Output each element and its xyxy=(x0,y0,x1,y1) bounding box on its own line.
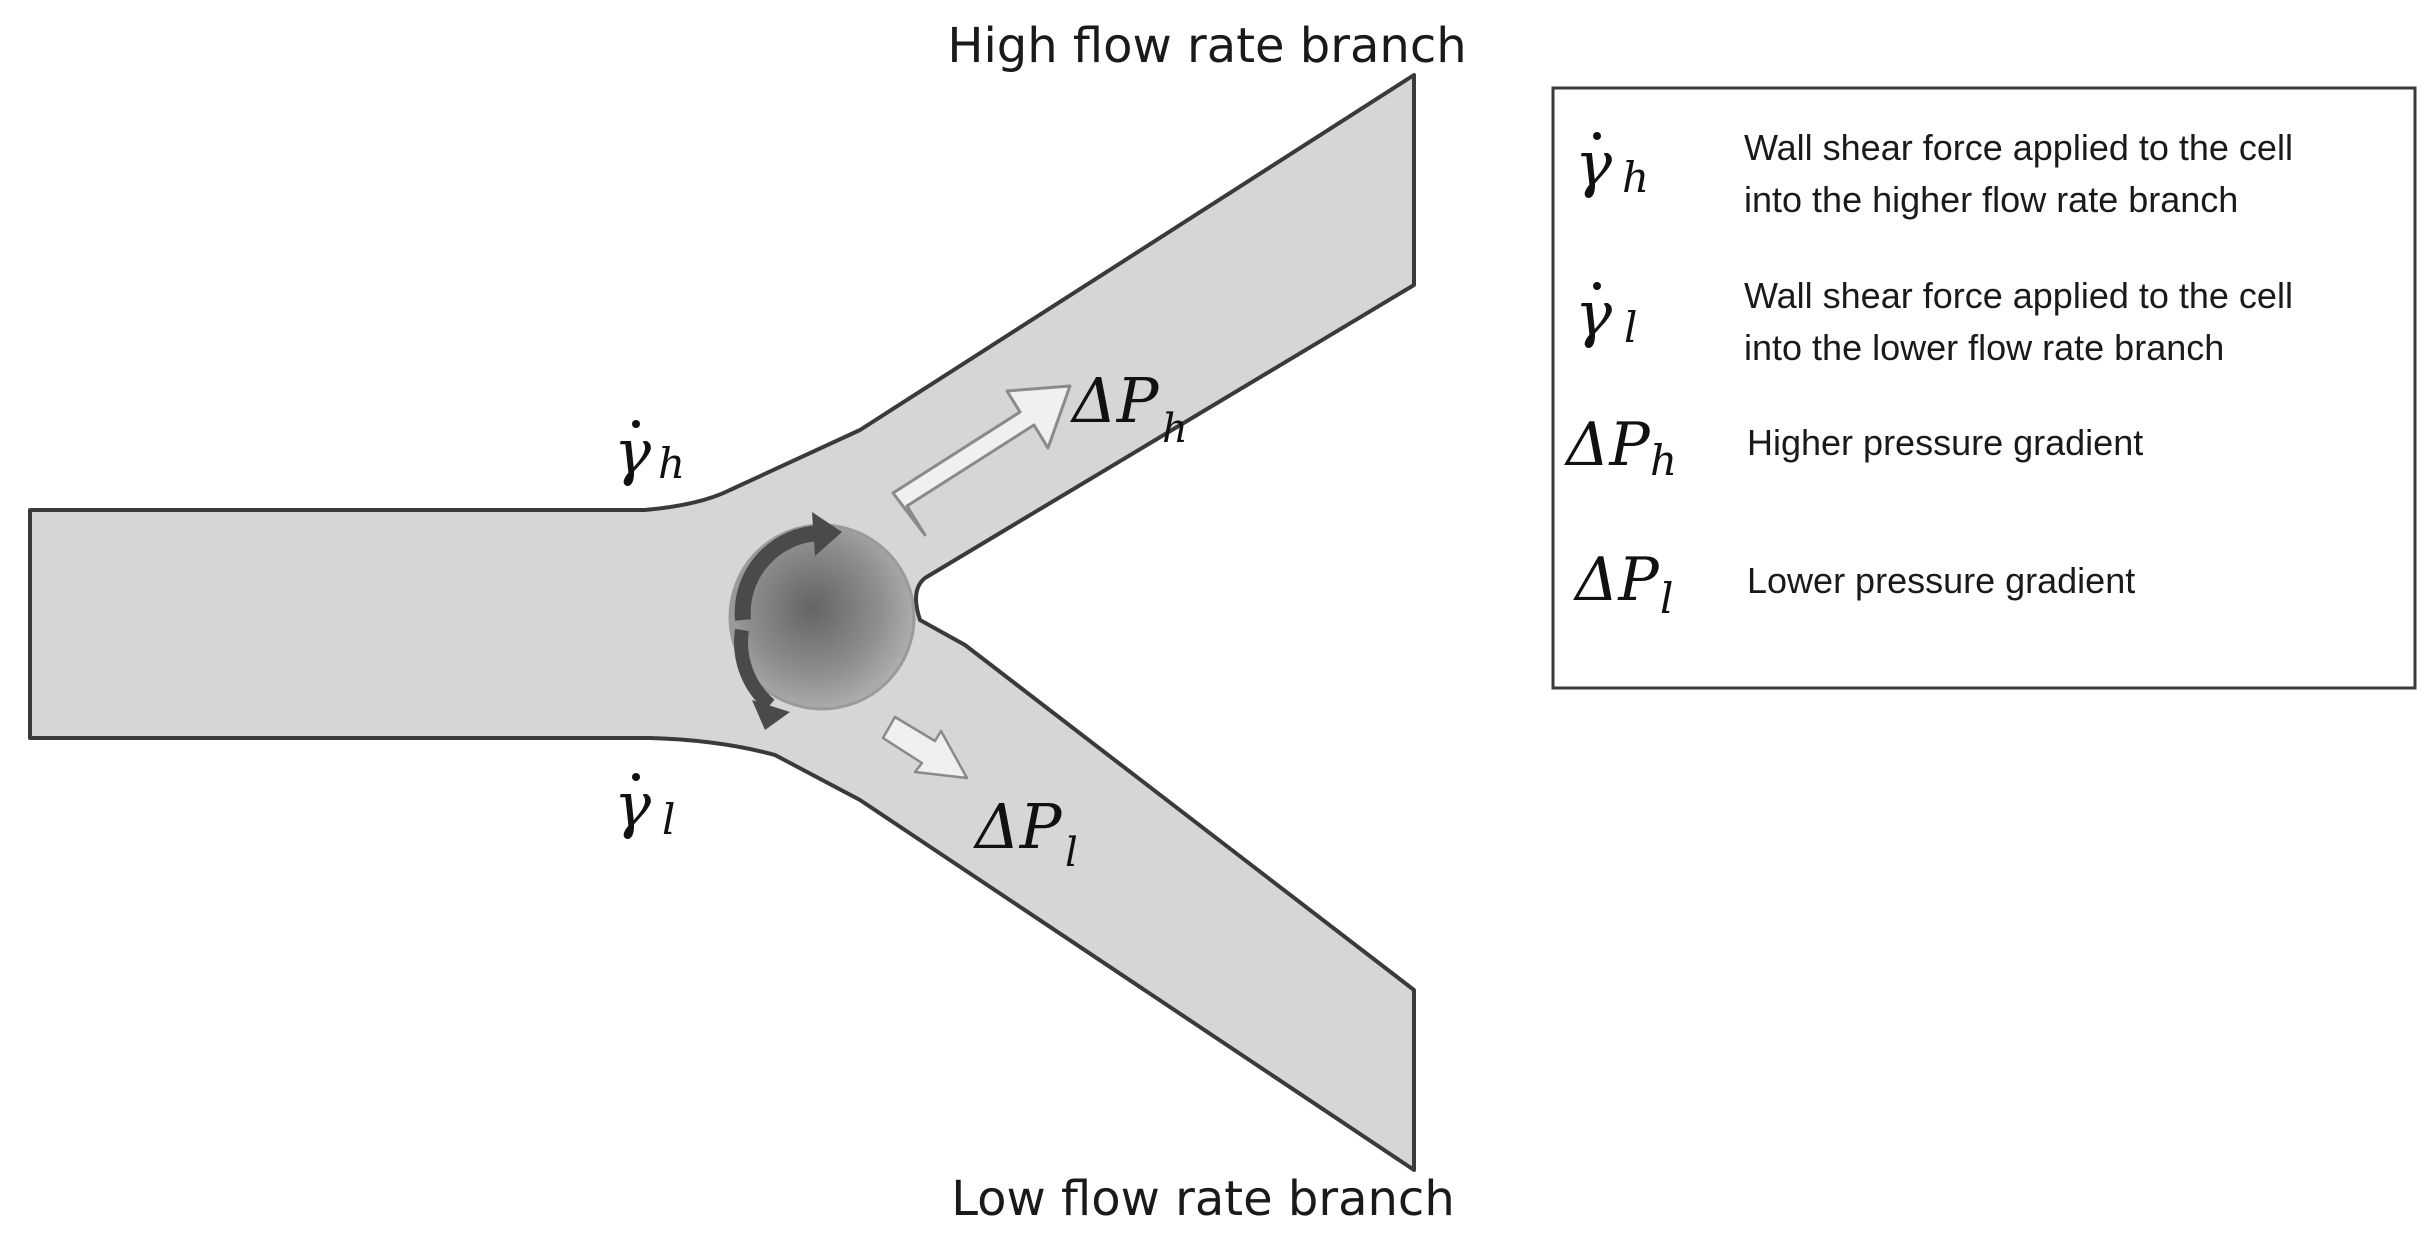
gamma-h-label: γ h xyxy=(614,415,685,488)
low-flow-branch-label: Low flow rate branch xyxy=(951,1171,1455,1227)
svg-text:into the higher flow rate bran: into the higher flow rate branch xyxy=(1744,179,2238,220)
svg-text:ΔP: ΔP xyxy=(1070,364,1160,437)
svg-text:h: h xyxy=(658,439,685,488)
svg-text:γ: γ xyxy=(1575,277,1613,350)
svg-text:γ: γ xyxy=(1575,127,1613,200)
svg-text:l: l xyxy=(1624,303,1637,352)
legend-item-gamma-h: γ h Wall shear force applied to the cell… xyxy=(1575,127,2293,220)
svg-text:Wall shear force applied to th: Wall shear force applied to the cell xyxy=(1744,275,2293,316)
high-pressure-flow-arrow xyxy=(891,384,1072,537)
dot-accent xyxy=(1593,132,1601,140)
y-channel xyxy=(28,73,1416,1172)
legend-item-delta-p-l: ΔP l Lower pressure gradient xyxy=(1573,545,2135,623)
svg-text:ΔP: ΔP xyxy=(1564,410,1651,480)
svg-text:l: l xyxy=(662,795,675,844)
legend: γ h Wall shear force applied to the cell… xyxy=(1551,86,2417,690)
gamma-l-label: γ l xyxy=(614,768,675,844)
legend-box xyxy=(1551,86,2417,690)
svg-text:Wall shear force applied to th: Wall shear force applied to the cell xyxy=(1744,127,2293,168)
svg-text:into the lower flow rate branc: into the lower flow rate branch xyxy=(1744,327,2224,368)
svg-text:ΔP: ΔP xyxy=(973,790,1063,863)
delta-p-h-label: ΔP h xyxy=(1070,364,1188,452)
svg-text:h: h xyxy=(1622,153,1649,202)
svg-text:l: l xyxy=(1065,830,1078,876)
svg-text:ΔP: ΔP xyxy=(1573,545,1660,615)
low-pressure-flow-arrow xyxy=(881,715,969,780)
dot-accent xyxy=(632,420,640,428)
dot-accent xyxy=(632,773,640,781)
svg-text:γ: γ xyxy=(614,415,652,488)
high-flow-branch-label: High flow rate branch xyxy=(947,18,1466,74)
delta-p-l-label: ΔP l xyxy=(973,790,1078,876)
svg-text:γ: γ xyxy=(614,768,652,841)
legend-item-delta-p-h: ΔP h Higher pressure gradient xyxy=(1564,410,2143,485)
dot-accent xyxy=(1593,282,1601,290)
svg-text:Lower pressure gradient: Lower pressure gradient xyxy=(1747,560,2135,601)
svg-text:h: h xyxy=(1162,406,1188,452)
rotation-arrow-icon xyxy=(734,512,842,730)
svg-text:Higher pressure gradient: Higher pressure gradient xyxy=(1747,422,2143,463)
svg-text:l: l xyxy=(1660,574,1673,623)
legend-item-gamma-l: γ l Wall shear force applied to the cell… xyxy=(1575,275,2293,368)
svg-text:h: h xyxy=(1650,436,1677,485)
